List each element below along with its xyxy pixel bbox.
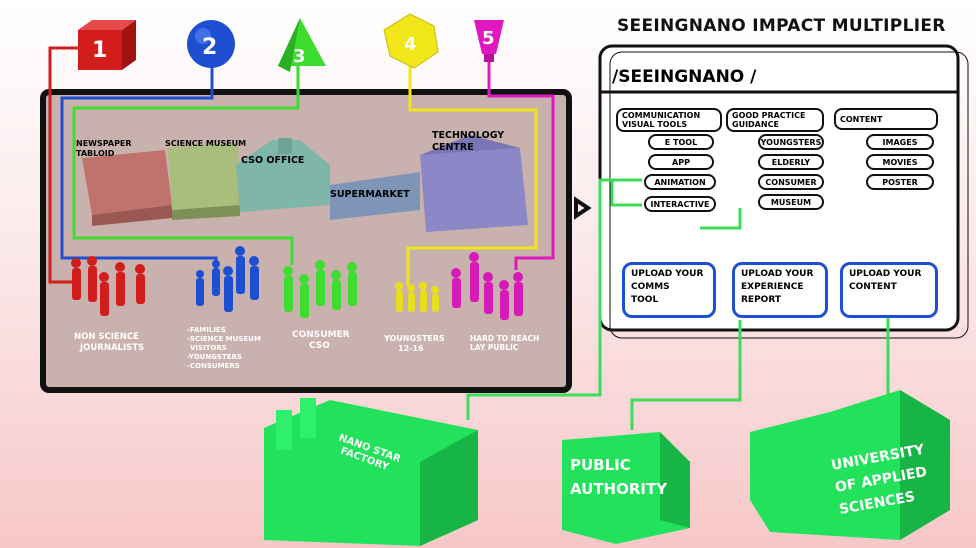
label-youngsters-2: 12-16 [398, 344, 424, 353]
content-movies: MOVIES [866, 154, 934, 170]
flow-arrow [574, 196, 592, 220]
upload-content-line-1: UPLOAD YOUR [849, 269, 922, 279]
comm-tools-header: COMMUNICATION VISUAL TOOLS [616, 108, 722, 132]
label-authority-1: PUBLIC [570, 456, 631, 474]
upload-comms-line-2: COMMS [631, 282, 670, 292]
label-lay-public-2: LAY PUBLIC [470, 343, 519, 352]
consumer-figures [283, 260, 357, 318]
impact-panel-shadow [609, 51, 969, 339]
label-families-5: -CONSUMERS [187, 362, 240, 370]
journalists-figures [71, 256, 145, 316]
marker-1-cube: 1 [78, 20, 136, 70]
marker-1-label: 1 [92, 38, 107, 63]
marker-5-label: 5 [482, 28, 495, 49]
content-header: CONTENT [834, 108, 938, 130]
content-images: IMAGES [866, 134, 934, 150]
upload-report-line-2: EXPERIENCE [741, 282, 804, 292]
label-cso-office: CSO OFFICE [241, 155, 304, 166]
upload-comms-tool-button[interactable]: UPLOAD YOUR COMMS TOOL [622, 262, 716, 318]
label-newspaper-2: TABLOID [76, 149, 115, 158]
guide-consumer: CONSUMER [758, 174, 824, 190]
label-families-2: -SCIENCE MUSEUM [187, 335, 261, 343]
label-technology-2: CENTRE [432, 142, 474, 153]
upload-report-line-3: REPORT [741, 295, 781, 305]
upload-experience-report-button[interactable]: UPLOAD YOUR EXPERIENCE REPORT [732, 262, 828, 318]
label-families-4: -YOUNGSTERS [187, 353, 242, 361]
upload-content-line-2: CONTENT [849, 282, 897, 292]
factory-connector-branch [610, 180, 642, 207]
label-technology-1: TECHNOLOGY [432, 130, 504, 141]
newspaper-building [82, 150, 172, 226]
label-lay-public-1: HARD TO REACH [470, 334, 539, 343]
lay-public-figures [451, 252, 523, 320]
label-families-3: VISITORS [190, 344, 227, 352]
connector-line-5 [487, 60, 555, 270]
tool-app: APP [648, 154, 714, 170]
label-journalists-2: JOURNALISTS [79, 343, 144, 353]
connector-line-4 [406, 60, 538, 285]
upload-comms-line-3: TOOL [631, 295, 659, 305]
label-youngsters-1: YOUNGSTERS [383, 334, 445, 343]
nano-star-factory-building: NANO STAR FACTORY [264, 398, 478, 546]
upload-content-button[interactable]: UPLOAD YOUR CONTENT [840, 262, 938, 318]
youngsters-figures [395, 282, 439, 312]
marker-4-icosahedron: 4 [383, 13, 439, 69]
connector-line-1 [48, 46, 80, 284]
label-newspaper-1: NEWSPAPER [76, 139, 132, 148]
authority-connector-branch [700, 208, 742, 230]
marker-3-pyramid: 3 [278, 18, 326, 72]
marker-5-cone: 5 [474, 20, 504, 62]
supermarket-building [330, 172, 420, 220]
authority-connector [630, 320, 742, 430]
label-supermarket: SUPERMARKET [330, 189, 410, 200]
tool-interactive: INTERACTIVE [644, 196, 716, 212]
cso-office-building [236, 138, 330, 212]
label-consumer-2: CSO [309, 341, 330, 351]
factory-connector [466, 178, 642, 420]
public-authority-building: PUBLIC AUTHORITY [562, 432, 690, 544]
technology-centre-building [420, 135, 528, 232]
guide-museum: MUSEUM [758, 194, 824, 210]
panel-title: SEEINGNANO IMPACT MULTIPLIER [617, 16, 946, 36]
tool-animation: ANIMATION [644, 174, 716, 190]
science-museum-building [168, 142, 240, 220]
upload-comms-line-1: UPLOAD YOUR [631, 269, 704, 279]
marker-2-sphere: 2 [187, 20, 235, 68]
content-poster: POSTER [866, 174, 934, 190]
upload-report-line-1: UPLOAD YOUR [741, 269, 814, 279]
university-building: UNIVERSITY OF APPLIED SCIENCES [750, 390, 950, 540]
marker-4-label: 4 [404, 34, 417, 55]
label-consumer-1: CONSUMER [292, 330, 350, 340]
label-journalists-1: NON SCIENCE [74, 332, 139, 342]
tool-etool: E TOOL [648, 134, 714, 150]
connector-line-3 [72, 58, 300, 265]
guide-elderly: ELDERLY [758, 154, 824, 170]
guide-youngsters: YOUNGSTERS [758, 134, 824, 150]
guidance-header: GOOD PRACTICE GUIDANCE [726, 108, 824, 132]
marker-2-label: 2 [202, 35, 217, 60]
label-science-museum: SCIENCE MUSEUM [165, 139, 246, 148]
label-families-1: -FAMILIES [187, 326, 226, 334]
label-authority-2: AUTHORITY [570, 480, 668, 498]
panel-subtitle: /SEEINGNANO / [612, 67, 757, 87]
marker-3-label: 3 [293, 46, 306, 67]
families-figures [196, 246, 259, 312]
